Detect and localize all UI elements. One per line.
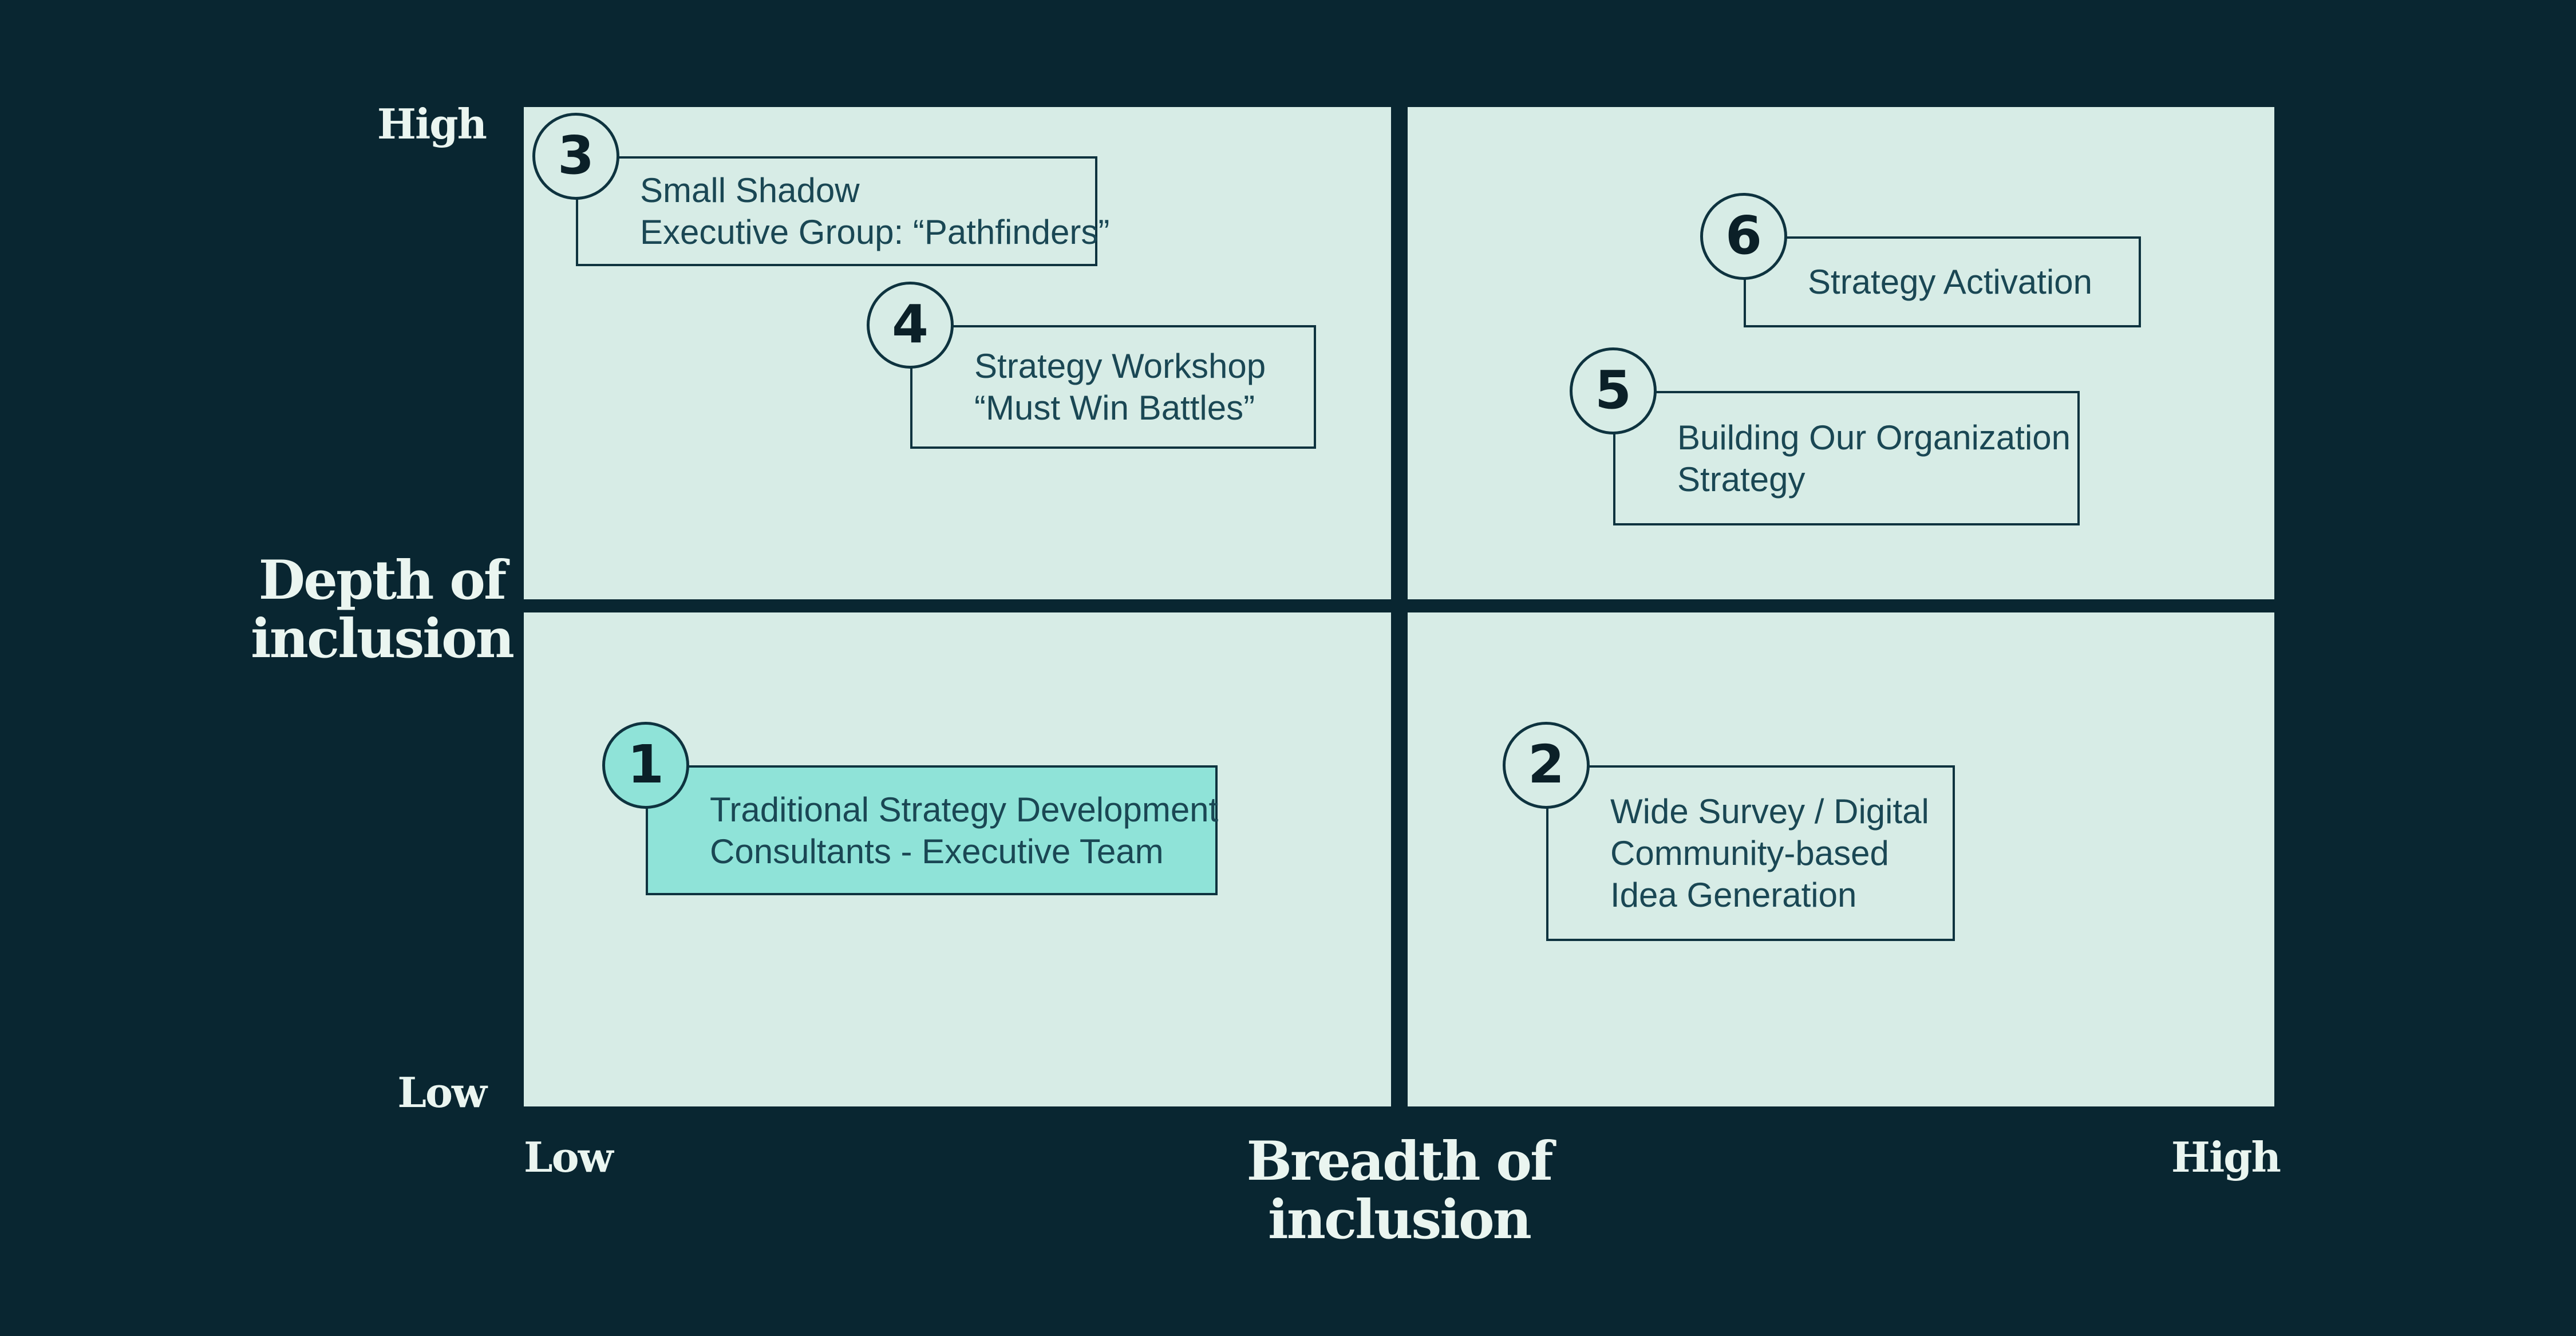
quadrant-top-right [1408, 107, 2274, 599]
quadrant-top-left [524, 107, 1391, 599]
item-box-6: Strategy Activation [1744, 236, 2141, 327]
item-box-2: Wide Survey / Digital Community-based Id… [1546, 765, 1955, 941]
item-bubble-5: 5 [1570, 347, 1657, 434]
item-6-number: 6 [1725, 204, 1762, 266]
y-axis-title-line1: Depth of [258, 549, 507, 612]
item-box-1: Traditional Strategy Development Consult… [646, 765, 1218, 895]
y-axis-title-line2: inclusion [250, 607, 515, 670]
item-2-line1: Wide Survey / Digital [1610, 792, 1929, 831]
item-1-line1: Traditional Strategy Development [710, 790, 1219, 829]
item-5-line1: Building Our Organization [1677, 418, 2071, 457]
item-6-line1: Strategy Activation [1808, 263, 2092, 301]
y-axis-low-label: Low [397, 1068, 487, 1117]
item-3-number: 3 [557, 124, 594, 186]
x-axis-title-line1: Breadth of [1246, 1130, 1553, 1193]
item-5-number: 5 [1594, 359, 1631, 421]
item-bubble-6: 6 [1700, 193, 1787, 280]
item-4-line1: Strategy Workshop [974, 347, 1266, 385]
x-axis-title: Breadth of inclusion [1170, 1132, 1628, 1249]
item-bubble-3: 3 [532, 113, 619, 200]
y-axis-title: Depth of inclusion [153, 551, 611, 668]
item-bubble-1: 1 [602, 722, 689, 809]
item-2-line2: Community-based [1610, 834, 1889, 872]
item-4-line2: “Must Win Battles” [974, 389, 1255, 427]
item-bubble-4: 4 [867, 282, 954, 369]
item-box-3: Small Shadow Executive Group: “Pathfinde… [576, 156, 1110, 266]
item-2-number: 2 [1527, 733, 1564, 795]
x-axis-high-label: High [2171, 1133, 2281, 1181]
y-axis-high-label: High [377, 100, 487, 148]
quadrant-bottom-right [1408, 612, 2274, 1106]
x-axis-low-label: Low [524, 1133, 614, 1181]
item-2-line3: Idea Generation [1610, 876, 1857, 914]
x-axis-title-line2: inclusion [1267, 1188, 1532, 1251]
item-bubble-2: 2 [1503, 722, 1590, 809]
item-box-5: Building Our Organization Strategy [1613, 391, 2080, 525]
item-1-line2: Consultants - Executive Team [710, 832, 1164, 871]
item-box-4: Strategy Workshop “Must Win Battles” [910, 325, 1316, 449]
item-3-line2: Executive Group: “Pathfinders” [640, 213, 1110, 251]
item-1-number: 1 [627, 733, 664, 795]
item-4-number: 4 [891, 293, 929, 355]
item-3-line1: Small Shadow [640, 171, 860, 210]
item-5-line2: Strategy [1677, 460, 1805, 499]
